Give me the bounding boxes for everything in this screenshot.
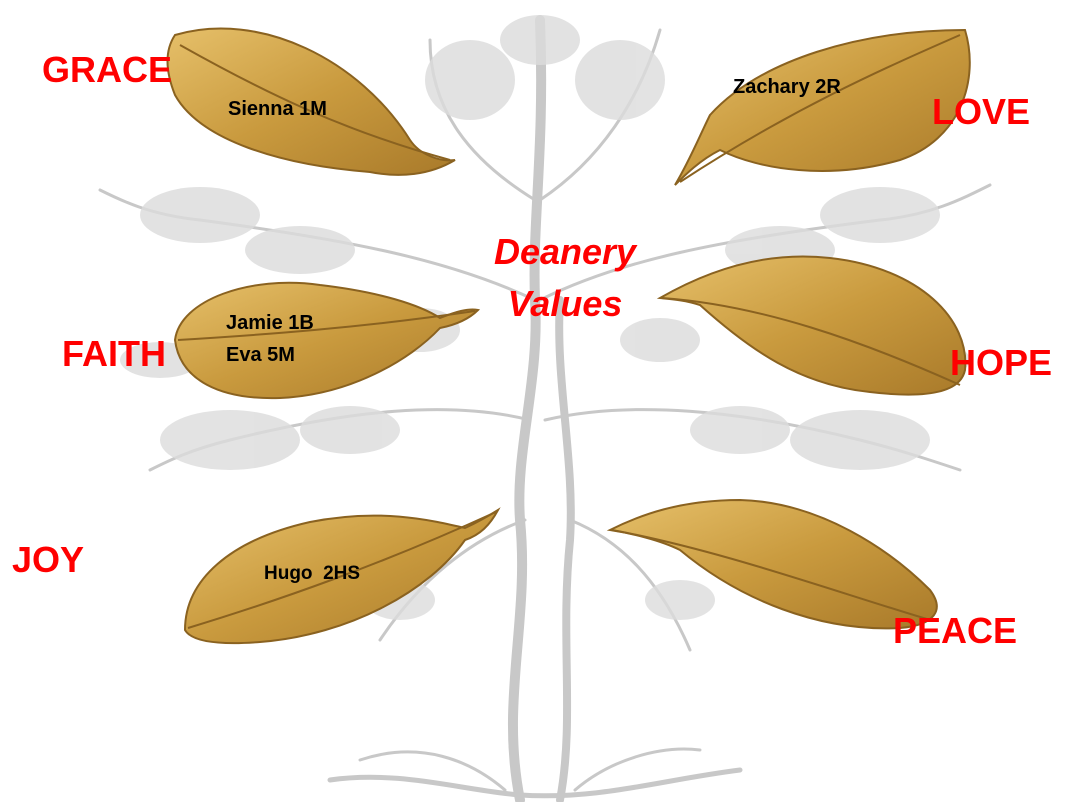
name-faith-2: Eva 5M (226, 344, 295, 366)
title-line-1: Deanery (493, 231, 637, 272)
value-love: LOVE (932, 91, 1031, 132)
value-faith: FAITH (62, 333, 166, 374)
value-joy: JOY (12, 539, 85, 580)
name-joy: Hugo 2HS (264, 563, 361, 584)
value-peace: PEACE (893, 610, 1018, 651)
name-grace: Sienna 1M (228, 98, 327, 120)
name-love: Zachary 2R (733, 76, 841, 98)
deanery-values-title: Deanery Values (470, 226, 660, 330)
name-faith-1: Jamie 1B (226, 312, 314, 334)
value-grace: GRACE (42, 49, 173, 90)
value-hope: HOPE (950, 342, 1053, 383)
title-line-2: Values (507, 283, 623, 325)
